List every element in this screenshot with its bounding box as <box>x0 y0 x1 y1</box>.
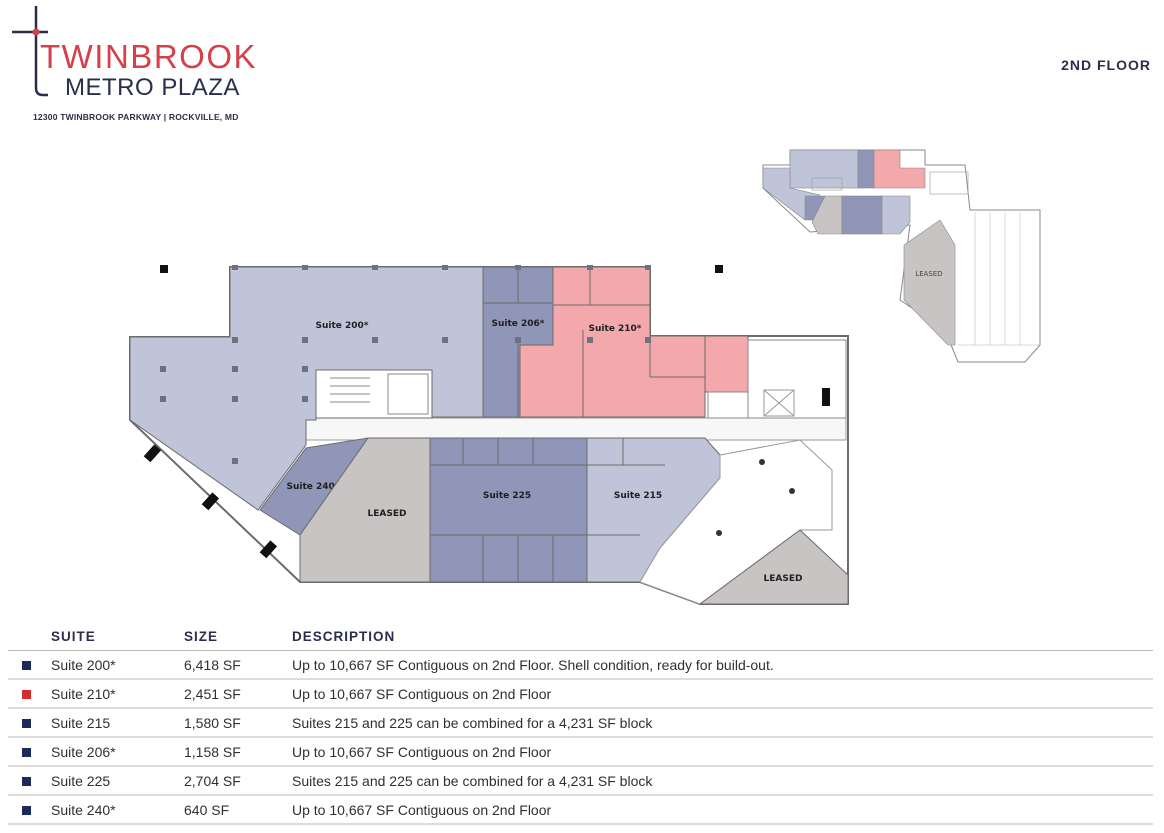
table-row: Suite 210* 2,451 SF Up to 10,667 SF Cont… <box>8 679 1153 709</box>
suite-206-label: Suite 206* <box>491 319 544 329</box>
logo-line2: METRO PLAZA <box>65 74 240 100</box>
building-key-plan: LEASED <box>762 149 1041 363</box>
suite-availability-table: SUITE SIZE DESCRIPTION Suite 200* 6,418 … <box>8 622 1153 825</box>
keyplan-suite-200 <box>789 149 859 189</box>
description-cell: Up to 10,667 SF Contiguous on 2nd Floor <box>292 679 1153 709</box>
suite-cell: Suite 200* <box>51 650 184 680</box>
suite-215-label: Suite 215 <box>614 491 662 501</box>
logo-dot <box>32 28 40 36</box>
keyplan-suite-206 <box>857 149 875 189</box>
brand-logo: TWINBROOK METRO PLAZA <box>12 6 257 100</box>
size-cell: 640 SF <box>184 795 292 825</box>
table-row: Suite 200* 6,418 SF Up to 10,667 SF Cont… <box>8 650 1153 680</box>
column-header-suite: SUITE <box>51 628 96 644</box>
column-header-description: DESCRIPTION <box>292 628 396 644</box>
table-header-row: SUITE SIZE DESCRIPTION <box>8 622 1153 651</box>
keyplan-leased-zone <box>903 219 956 346</box>
size-cell: 2,704 SF <box>184 766 292 796</box>
keyplan-suite-215 <box>881 195 911 235</box>
size-cell: 1,580 SF <box>184 708 292 738</box>
size-cell: 1,158 SF <box>184 737 292 767</box>
suite-color-swatch <box>22 777 31 787</box>
description-cell: Up to 10,667 SF Contiguous on 2nd Floor <box>292 737 1153 767</box>
suite-225-label: Suite 225 <box>483 491 531 501</box>
description-cell: Up to 10,667 SF Contiguous on 2nd Floor.… <box>292 650 1153 680</box>
keyplan-leased-label: LEASED <box>915 270 942 278</box>
suite-200-label: Suite 200* <box>315 321 368 331</box>
core-stairs <box>315 369 433 419</box>
exterior-piers <box>143 265 723 559</box>
suite-240-label: Suite 240* <box>286 482 339 492</box>
description-cell: Suites 215 and 225 can be combined for a… <box>292 708 1153 738</box>
logo-line1: TWINBROOK <box>40 38 257 75</box>
suite-cell: Suite 215 <box>51 708 184 738</box>
table-row: Suite 206* 1,158 SF Up to 10,667 SF Cont… <box>8 737 1153 767</box>
leased-zone-2: LEASED <box>698 529 849 605</box>
suite-color-swatch <box>22 690 31 700</box>
suite-cell: Suite 210* <box>51 679 184 709</box>
description-cell: Suites 215 and 225 can be combined for a… <box>292 766 1153 796</box>
keyplan-core <box>811 171 969 195</box>
leased-label-1: LEASED <box>368 509 407 519</box>
suite-cell: Suite 206* <box>51 737 184 767</box>
suite-cell: Suite 240* <box>51 795 184 825</box>
east-core <box>707 339 847 419</box>
suite-color-swatch <box>22 719 31 729</box>
logo-cross-vertical <box>34 6 48 97</box>
description-cell: Up to 10,667 SF Contiguous on 2nd Floor <box>292 795 1153 825</box>
suite-color-swatch <box>22 806 31 816</box>
keyplan-suite-210 <box>873 149 926 189</box>
size-cell: 6,418 SF <box>184 650 292 680</box>
suite-color-swatch <box>22 748 31 758</box>
floor-label: 2ND FLOOR <box>1061 57 1151 73</box>
suite-210-label: Suite 210* <box>588 324 641 334</box>
suite-210-zone[interactable]: Suite 210* <box>519 266 749 418</box>
suite-color-swatch <box>22 661 31 671</box>
keyplan-garage-grid <box>958 212 1040 346</box>
suite-cell: Suite 225 <box>51 766 184 796</box>
column-header-size: SIZE <box>184 628 219 644</box>
leased-zone-1: LEASED <box>299 437 431 583</box>
structural-columns <box>160 265 651 464</box>
size-cell: 2,451 SF <box>184 679 292 709</box>
building-address: 12300 TWINBROOK PARKWAY | ROCKVILLE, MD <box>33 112 239 122</box>
leased-label-2: LEASED <box>764 574 803 584</box>
keyplan-leased-small <box>811 195 843 235</box>
keyplan-suite-225 <box>841 195 883 235</box>
floor-plan: Suite 200* Suite 206* Suite 210* <box>129 265 849 605</box>
table-row: Suite 240* 640 SF Up to 10,667 SF Contig… <box>8 795 1153 825</box>
table-row: Suite 225 2,704 SF Suites 215 and 225 ca… <box>8 766 1153 796</box>
table-row: Suite 215 1,580 SF Suites 215 and 225 ca… <box>8 708 1153 738</box>
suite-225-zone[interactable]: Suite 225 <box>429 437 588 583</box>
